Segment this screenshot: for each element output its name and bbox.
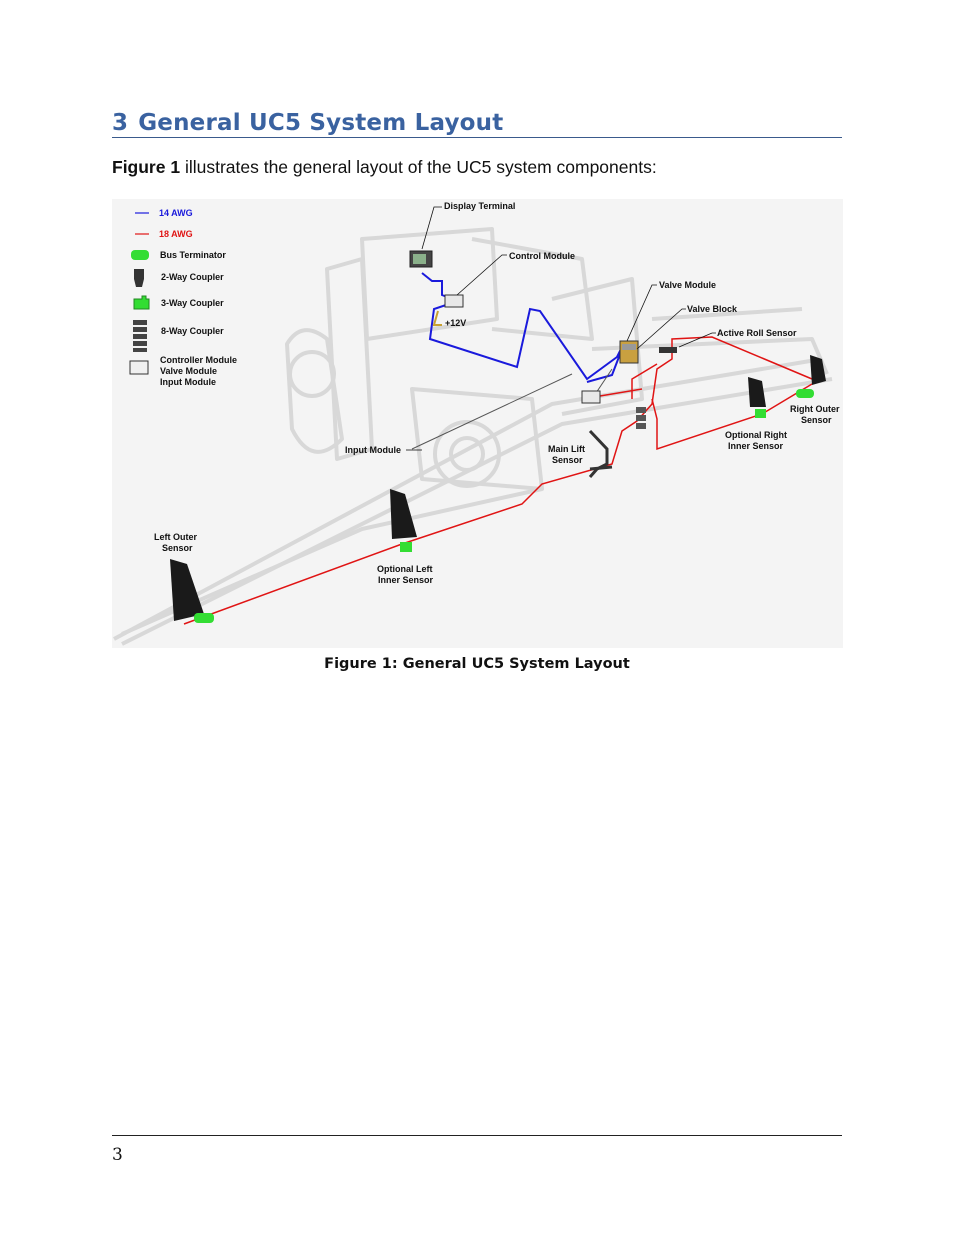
active-roll-sensor <box>659 347 677 353</box>
page-number: 3 <box>112 1145 123 1165</box>
bus-terminator-icon <box>131 250 149 260</box>
two-way-coupler-icon <box>134 269 144 287</box>
label-optional-left-2: Inner Sensor <box>378 575 434 585</box>
label-left-outer-1: Left Outer <box>154 532 197 542</box>
intro-text: illustrates the general layout of the UC… <box>180 157 657 177</box>
section-title: 3 General UC5 System Layout <box>112 110 842 136</box>
eight-way-coupler-icon <box>133 320 147 352</box>
label-main-lift-1: Main Lift <box>548 444 585 454</box>
label-left-outer-2: Sensor <box>162 543 193 553</box>
label-control-module: Control Module <box>509 251 575 261</box>
legend-modules-3: Input Module <box>160 377 216 387</box>
label-right-outer-1: Right Outer <box>790 404 840 414</box>
footer-divider <box>112 1135 842 1136</box>
label-valve-block: Valve Block <box>687 304 738 314</box>
display-terminal <box>409 250 433 268</box>
system-layout-figure: 14 AWG 18 AWG Bus Terminator 2-Way Coupl… <box>112 199 843 648</box>
legend-modules-2: Valve Module <box>160 366 217 376</box>
three-way-coupler-icon <box>133 295 150 310</box>
label-display-terminal: Display Terminal <box>444 201 515 211</box>
bus-terminator-right <box>796 389 814 398</box>
intro-paragraph: Figure 1 illustrates the general layout … <box>112 157 657 178</box>
label-plus12v: +12V <box>445 318 466 328</box>
power-lead <box>432 310 442 326</box>
optional-left-inner-sensor <box>390 489 417 552</box>
label-right-outer-2: Sensor <box>801 415 832 425</box>
section-title-text: General UC5 System Layout <box>138 110 504 136</box>
label-optional-right-1: Optional Right <box>725 430 787 440</box>
legend-2way: 2-Way Coupler <box>161 272 224 282</box>
figure-reference[interactable]: Figure 1 <box>112 157 181 177</box>
legend-8way: 8-Way Coupler <box>161 326 224 336</box>
label-main-lift-2: Sensor <box>552 455 583 465</box>
eight-way-coupler <box>636 407 646 429</box>
legend-awg18: 18 AWG <box>159 229 193 239</box>
label-optional-right-2: Inner Sensor <box>728 441 784 451</box>
label-optional-left-1: Optional Left <box>377 564 433 574</box>
label-valve-module: Valve Module <box>659 280 716 290</box>
legend-3way: 3-Way Coupler <box>161 298 224 308</box>
label-active-roll-sensor: Active Roll Sensor <box>717 328 797 338</box>
section-heading: 3 General UC5 System Layout <box>112 110 842 138</box>
control-module <box>444 294 464 308</box>
leader-lines <box>406 206 716 451</box>
optional-right-inner-sensor <box>748 377 766 418</box>
input-module <box>581 390 601 404</box>
left-outer-sensor <box>170 559 214 623</box>
module-icon <box>129 360 149 375</box>
main-lift-sensor <box>588 429 613 478</box>
input-module-lead <box>411 373 573 450</box>
layout-diagram: 14 AWG 18 AWG Bus Terminator 2-Way Coupl… <box>113 201 840 646</box>
legend-bus-terminator: Bus Terminator <box>160 250 226 260</box>
valve-block <box>619 340 639 364</box>
legend: 14 AWG 18 AWG Bus Terminator 2-Way Coupl… <box>129 208 237 387</box>
bus-terminator-left <box>194 613 214 623</box>
label-input-module: Input Module <box>345 445 401 455</box>
figure-caption: Figure 1: General UC5 System Layout <box>324 656 630 672</box>
legend-awg14: 14 AWG <box>159 208 193 218</box>
right-outer-sensor <box>796 355 826 398</box>
section-number: 3 <box>112 110 129 136</box>
awg18-wiring <box>183 336 813 625</box>
legend-modules-1: Controller Module <box>160 355 237 365</box>
